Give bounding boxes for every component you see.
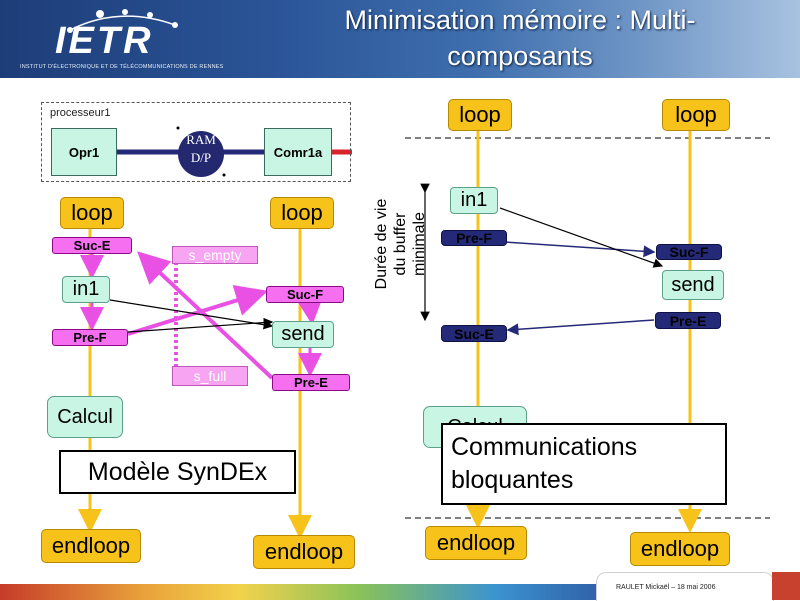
note-line-1: Communications: [451, 433, 638, 461]
buffer-lifetime-line-1: Durée de vie: [373, 198, 390, 290]
right-pre-f-tag: Pre-F: [441, 230, 507, 246]
right-suc-e-tag: Suc-E: [441, 325, 507, 342]
slide-title: Minimisation mémoire : Multi- composants: [300, 2, 740, 74]
blocking-communications-note: Communications bloquantes: [441, 423, 727, 505]
note-line-2: bloquantes: [451, 466, 574, 494]
left-pre-e-tag: Pre-E: [272, 374, 350, 391]
ram-sublabel: D/P: [190, 150, 212, 165]
comr1a-box: Comr1a: [264, 128, 332, 176]
left-suc-f-tag: Suc-F: [266, 286, 344, 303]
right-in1-box: in1: [450, 187, 498, 214]
left-pre-f-tag: Pre-F: [52, 329, 128, 346]
right-loop-box-1: loop: [448, 99, 512, 131]
right-suc-f-tag: Suc-F: [656, 244, 722, 260]
slide-header: IETR INSTITUT D'ÉLECTRONIQUE ET DE TÉLÉC…: [0, 0, 800, 78]
left-in1-box: in1: [62, 276, 110, 303]
footer-card: [596, 572, 774, 601]
processor-frame: [41, 102, 351, 182]
processor-label: processeur1: [50, 107, 111, 119]
buffer-lifetime-line-2: du buffer: [392, 212, 409, 276]
title-line-1: Minimisation mémoire : Multi-: [344, 5, 696, 35]
logo-subtitle: INSTITUT D'ÉLECTRONIQUE ET DE TÉLÉCOMMUN…: [20, 64, 224, 70]
left-loop-box-1: loop: [60, 197, 124, 229]
left-send-box: send: [272, 321, 334, 348]
left-calcul-box: Calcul: [47, 396, 123, 438]
left-suc-e-tag: Suc-E: [52, 237, 132, 254]
title-line-2: composants: [447, 41, 593, 71]
logo-graphic: [67, 9, 178, 33]
right-send-box: send: [662, 270, 724, 300]
footer-accent-block: [772, 572, 800, 600]
left-endloop-box-1: endloop: [41, 529, 141, 563]
ram-node: RAM D/P: [178, 131, 224, 177]
right-pre-e-tag: Pre-E: [655, 312, 721, 329]
opr1-box: Opr1: [51, 128, 117, 176]
s-full-semaphore: s_full: [172, 366, 248, 386]
right-endloop-box-2: endloop: [630, 532, 730, 566]
right-loop-box-2: loop: [662, 99, 730, 131]
right-endloop-box-1: endloop: [425, 526, 527, 560]
buffer-lifetime-label: Durée de vie du buffer minimale: [372, 184, 436, 304]
s-empty-semaphore: s_empty: [172, 246, 258, 264]
ram-label: RAM: [186, 132, 216, 147]
syndex-model-note: Modèle SynDEx: [59, 450, 296, 494]
logo-text: IETR: [55, 20, 154, 62]
left-endloop-box-2: endloop: [253, 535, 355, 569]
buffer-lifetime-line-3: minimale: [411, 212, 428, 277]
left-loop-box-2: loop: [270, 197, 334, 229]
footer-credit: RAULET Mickaël – 18 mai 2006: [616, 584, 716, 591]
